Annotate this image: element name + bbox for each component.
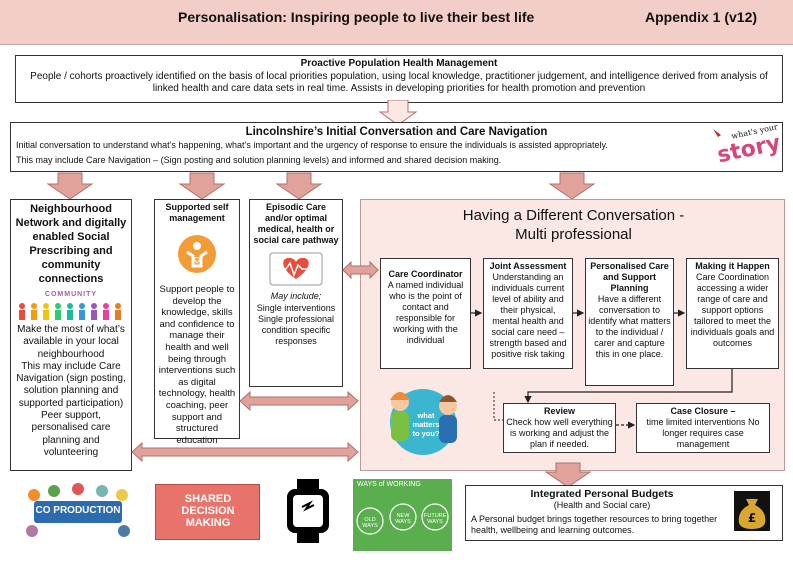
different-title-line1: Having a Different Conversation - [462,207,685,224]
heart-monitor-icon [269,252,323,286]
step-2-title: Joint Assessment [489,261,567,271]
arrow-down-1 [46,172,94,200]
coproduction-image: CO PRODUCTION [20,483,136,541]
ways-new: NEW WAYS [395,513,411,525]
neighbourhood-box: Neighbourhood Network and digitally enab… [10,199,132,471]
shared-decision-image: SHARED DECISION MAKING [155,484,260,540]
self-management-title: Supported self management [165,202,229,223]
closure-title: Case Closure – [670,406,736,416]
double-arrow-self [239,390,359,412]
different-title-line2: Multi professional [515,226,632,243]
budgets-box: Integrated Personal Budgets (Health and … [465,485,783,541]
review-box: Review Check how well everything is work… [503,403,616,453]
closure-body: time limited interventions No longer req… [646,417,760,449]
arrow-review-back [493,392,504,421]
episodic-may-include: May include; [270,291,322,301]
arrow-down-3 [275,172,323,200]
community-people-icon [19,303,121,320]
people-talking-icon [390,389,457,455]
smartwatch-icon [287,479,329,543]
step-4-body: Care Coordination accessing a wider rang… [690,272,775,348]
initial-title: Lincolnshire’s Initial Conversation and … [245,126,548,138]
story-logo: what's your story [709,122,783,168]
pen-icon [713,129,721,137]
step-1-title: Care Coordinator [388,269,463,279]
step-1-body: A named individual who is the point of c… [387,280,464,345]
budgets-body: A Personal budget brings together resour… [471,514,718,535]
coproduction-text: CO PRODUCTION [35,505,121,516]
page-title: Personalisation: Inspiring people to liv… [178,9,535,25]
initial-conversation-box: Lincolnshire’s Initial Conversation and … [10,122,783,172]
review-body: Check how well everything is working and… [506,417,613,449]
care-planning-box: Personalised Care and Support Planning H… [585,258,674,386]
episodic-title: Episodic Care and/or optimal medical, he… [253,202,339,245]
ways-title: WAYS of WORKING [357,481,421,488]
neighbourhood-body: Make the most of what’s available in you… [16,324,126,458]
ways-of-working-image: WAYS of WORKING OLD WAYS NEW WAYS FUTURE… [353,479,452,551]
double-arrow-neighbourhood [131,441,359,463]
neighbourhood-title: Neighbourhood Network and digitally enab… [15,203,127,285]
connector-arrow [378,100,418,126]
step-3-title: Personalised Care and Support Planning [590,261,669,293]
proactive-body: People / cohorts proactively identified … [30,71,768,94]
step-2-body: Understanding an individuals current lev… [489,272,567,359]
ways-future: FUTURE WAYS [424,513,447,525]
initial-line2: This may include Care Navigation – (Sign… [16,155,502,165]
money-bag-icon: £ [734,491,770,531]
episodic-box: Episodic Care and/or optimal medical, he… [249,199,343,387]
budgets-title: Integrated Personal Budgets [530,488,674,500]
ways-circles-icon [356,503,449,535]
review-title: Review [543,406,576,416]
what-matters-text: what matters to you? [412,411,440,438]
care-coordinator-box: Care Coordinator A named individual who … [380,258,471,369]
step-3-body: Have a different conversation to identif… [588,294,671,359]
header-bar: Personalisation: Inspiring people to liv… [0,0,793,45]
coproduction-people-icon [26,483,130,537]
svg-text:£: £ [748,511,756,525]
double-arrow-episodic [342,260,379,280]
self-care-icon [178,235,216,273]
smartwatch-image [283,479,333,543]
ways-old: OLD WAYS [362,517,378,529]
proactive-title: Proactive Population Health Management [300,58,498,69]
proactive-box: Proactive Population Health Management P… [15,55,783,103]
joint-assessment-box: Joint Assessment Understanding an indivi… [483,258,573,369]
arrow-down-4 [548,172,596,200]
shared-decision-text: SHARED DECISION MAKING [181,493,235,529]
appendix-label: Appendix 1 (v12) [645,9,758,25]
arrow-step-4-review [524,369,733,404]
making-it-happen-box: Making it Happen Care Coordination acces… [686,258,779,369]
arrow-down-2 [178,172,226,200]
what-matters-image: what matters to you? [378,378,468,458]
self-management-box: Supported self management Support people… [154,199,240,446]
initial-line1: Initial conversation to understand what’… [16,140,608,150]
self-management-body: Support people to develop the knowledge,… [158,284,236,446]
step-4-title: Making it Happen [695,261,770,271]
budgets-subtitle: (Health and Social care) [553,500,651,510]
episodic-body: Single interventions Single professional… [256,303,336,346]
case-closure-box: Case Closure – time limited intervention… [636,403,770,453]
down-arrows [46,172,596,200]
arrow-to-budgets [544,462,592,488]
community-word: COMMUNITY [44,291,98,298]
